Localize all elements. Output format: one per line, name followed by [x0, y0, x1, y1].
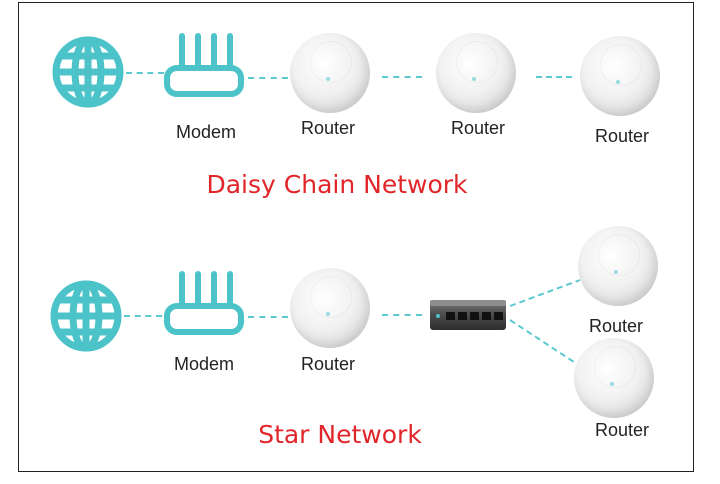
link-router-switch — [382, 314, 422, 316]
globe-icon — [52, 36, 124, 108]
daisy-modem-label: Modem — [175, 122, 237, 142]
daisy-router2-label: Router — [450, 118, 506, 138]
switch-to-routers-links — [509, 279, 581, 367]
router-icon — [290, 33, 370, 113]
daisy-router1-label: Router — [300, 118, 356, 138]
daisy-router3-label: Router — [594, 126, 650, 146]
star-network-title: Star Network — [258, 420, 422, 449]
link-globe-modem — [124, 315, 162, 317]
router-icon — [578, 226, 658, 306]
link-modem-router — [248, 316, 288, 318]
router-icon — [290, 268, 370, 348]
star-modem-label: Modem — [173, 354, 235, 374]
router-icon — [574, 338, 654, 418]
star-router1-label: Router — [300, 354, 356, 374]
modem-icon — [164, 271, 244, 335]
star-router-bottom-label: Router — [594, 420, 650, 440]
link-modem-router — [248, 77, 288, 79]
router-icon — [436, 33, 516, 113]
star-router-top-label: Router — [588, 316, 644, 336]
link-router2-router3 — [536, 76, 572, 78]
link-globe-modem — [126, 72, 164, 74]
globe-icon — [50, 280, 122, 352]
switch-icon — [430, 300, 506, 330]
modem-icon — [164, 33, 244, 97]
daisy-chain-title: Daisy Chain Network — [206, 170, 468, 199]
link-router1-router2 — [382, 76, 422, 78]
router-icon — [580, 36, 660, 116]
